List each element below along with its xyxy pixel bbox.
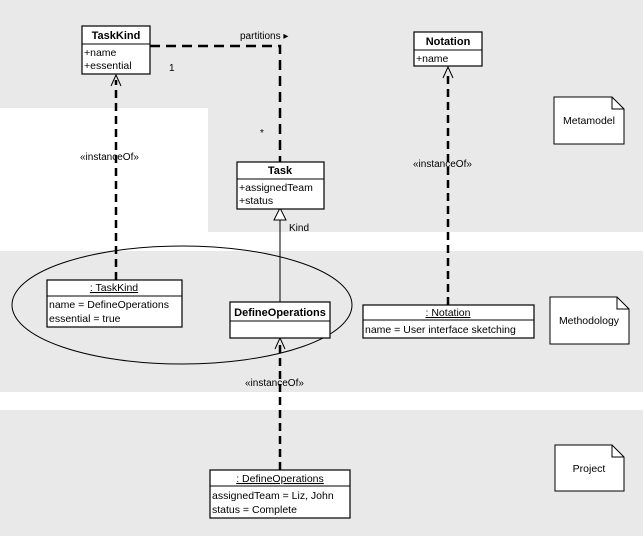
note-methodology-label: Methodology [559,315,620,327]
instanceof-notation-arrowhead [442,65,454,79]
note-metamodel-label: Metamodel [563,115,615,127]
instance-defineoperations-attr: status = Complete [212,504,297,516]
class-taskkind-attr: +name [84,47,117,59]
class-task[interactable]: Task +assignedTeam +status [236,161,325,210]
instance-taskkind-title: : TaskKind [90,282,138,294]
instance-notation[interactable]: : Notation name = User interface sketchi… [362,304,535,339]
instanceof-taskkind-arrowhead [110,73,122,87]
instance-taskkind-attr: name = DefineOperations [49,299,169,311]
generalization-arrowhead [273,206,287,221]
multiplicity-taskkind: 1 [169,63,175,74]
class-notation-title: Notation [426,36,471,48]
kind-label: Kind [289,223,309,234]
class-task-attr: +assignedTeam [239,182,313,194]
class-notation-attr: +name [416,53,449,65]
instanceof-label-taskkind: «instanceOf» [80,152,139,163]
instance-notation-title: : Notation [426,307,471,319]
note-methodology: Methodology [549,296,630,345]
note-metamodel: Metamodel [553,96,625,145]
methodology-ellipse [11,245,353,365]
instanceof-label-defineops: «instanceOf» [245,378,304,389]
class-defineoperations[interactable]: DefineOperations [229,301,331,339]
instance-defineoperations-attr: assignedTeam = Liz, John [212,490,334,502]
note-project-label: Project [573,463,606,475]
instance-defineoperations-title: : DefineOperations [236,473,324,485]
class-taskkind[interactable]: TaskKind +name +essential [81,25,151,75]
class-taskkind-attr: +essential [84,60,132,72]
instance-defineoperations[interactable]: : DefineOperations assignedTeam = Liz, J… [209,469,351,519]
instanceof-label-notation: «instanceOf» [413,159,472,170]
partitions-association [150,44,282,162]
instance-taskkind[interactable]: : TaskKind name = DefineOperations essen… [46,279,183,328]
class-defineoperations-title: DefineOperations [234,307,326,319]
class-notation[interactable]: Notation +name [413,31,483,67]
multiplicity-task: * [260,128,264,139]
instance-taskkind-attr: essential = true [49,313,121,325]
note-project: Project [554,444,625,492]
class-taskkind-title: TaskKind [92,30,141,42]
class-task-title: Task [268,165,293,177]
instance-notation-attr: name = User interface sketching [365,324,516,336]
partitions-label: partitions ▸ [240,31,288,42]
class-task-attr: +status [239,195,273,207]
